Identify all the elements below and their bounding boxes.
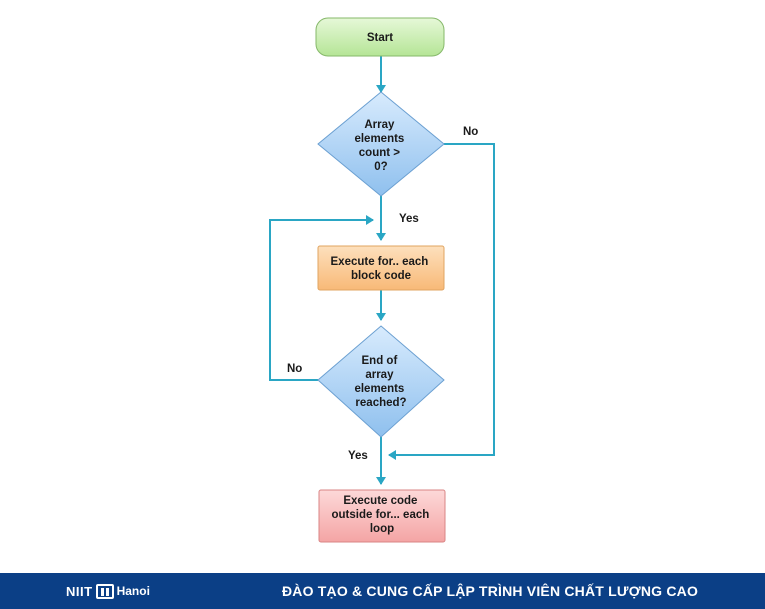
decision-array-count bbox=[317, 91, 445, 197]
footer-tagline: ĐÀO TẠO & CUNG CẤP LẬP TRÌNH VIÊN CHẤT L… bbox=[281, 583, 699, 599]
decision-end-of-array-label: End of array elements reached? bbox=[354, 355, 407, 409]
process-foreach-block bbox=[317, 245, 445, 291]
start-terminal bbox=[315, 17, 445, 57]
footer-banner: NIIT Hanoi ĐÀO TẠO & CUNG CẤP LẬP TRÌNH … bbox=[0, 573, 765, 609]
edge-condition1-no bbox=[388, 143, 495, 460]
start-label: Start bbox=[367, 32, 393, 44]
process-foreach-block-label: Execute for.. each block code bbox=[331, 256, 432, 282]
edge-label-condition1-yes: Yes bbox=[399, 213, 419, 225]
logo-text: NIIT bbox=[66, 583, 93, 599]
edge-condition2-no bbox=[269, 215, 374, 381]
process-outside-loop bbox=[318, 489, 446, 543]
logo-city: Hanoi bbox=[116, 584, 150, 598]
edge-label-condition2-no: No bbox=[287, 363, 302, 375]
niit-logo: NIIT Hanoi bbox=[66, 581, 150, 601]
flowchart: Start Array elements count > 0? Execute … bbox=[269, 17, 495, 543]
decision-array-count-label: Array elements count > 0? bbox=[354, 119, 407, 173]
decision-end-of-array bbox=[317, 325, 445, 438]
edge-label-condition1-no: No bbox=[463, 126, 478, 138]
edge-label-condition2-yes: Yes bbox=[348, 450, 368, 462]
process-outside-loop-label: Execute code outside for... each loop bbox=[332, 495, 433, 535]
logo-mark-icon bbox=[95, 583, 114, 599]
